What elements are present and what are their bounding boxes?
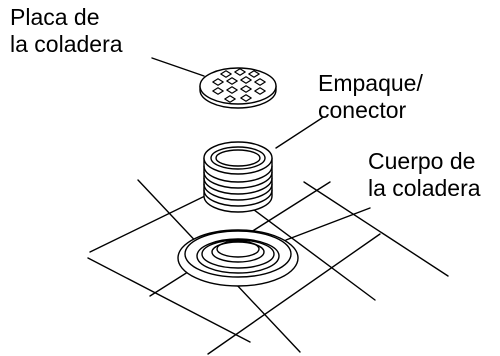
- plate-top: [199, 67, 277, 105]
- plate-slot: [248, 70, 260, 78]
- plate-slot: [212, 78, 224, 86]
- gasket-ring: [203, 165, 273, 183]
- grid-line: [303, 181, 449, 277]
- plate-slot: [226, 77, 238, 85]
- leader-line-body: [285, 207, 371, 241]
- grid-line: [207, 233, 381, 355]
- label-line: conector: [318, 97, 407, 123]
- drain-flange-rim: [184, 230, 292, 278]
- label-drain-body: Cuerpo de la coladera: [368, 148, 481, 202]
- grid-line: [87, 257, 251, 343]
- plate-slot: [220, 70, 232, 78]
- gasket-ring: [203, 171, 273, 189]
- label-line: Cuerpo de: [368, 148, 476, 174]
- drain-bowl-outer: [201, 239, 275, 269]
- leader-line-gasket: [275, 117, 323, 149]
- leader-lines: [151, 57, 371, 241]
- plate-slot: [240, 94, 252, 102]
- plate-slots: [212, 68, 266, 103]
- drain-body: [177, 229, 299, 287]
- plate-slot: [240, 76, 252, 84]
- plate-slot: [224, 95, 236, 103]
- gasket-bore: [215, 149, 261, 167]
- label-line: Placa de: [10, 4, 100, 30]
- gasket-ring: [203, 177, 273, 195]
- gasket-connector: [203, 141, 273, 213]
- drain-seat: [196, 238, 280, 274]
- strainer-plate: [199, 67, 277, 109]
- plate-slot: [254, 78, 266, 86]
- leader-line-plate: [151, 57, 205, 77]
- plate-slot: [212, 87, 224, 95]
- gasket-top-inner: [210, 146, 266, 170]
- plate-slot: [226, 86, 238, 94]
- plate-slot: [254, 87, 266, 95]
- label-gasket-connector: Empaque/ conector: [318, 70, 423, 124]
- gasket-ring: [203, 189, 273, 207]
- drain-opening: [216, 240, 260, 258]
- gasket-ring: [203, 183, 273, 201]
- label-line: la coladera: [368, 175, 481, 201]
- label-line: Empaque/: [318, 70, 423, 96]
- label-strainer-plate: Placa de la coladera: [10, 4, 123, 58]
- plate-slot: [240, 85, 252, 93]
- label-line: la coladera: [10, 31, 123, 57]
- drain-bowl-inner: [211, 241, 265, 263]
- plate-slot: [234, 68, 246, 76]
